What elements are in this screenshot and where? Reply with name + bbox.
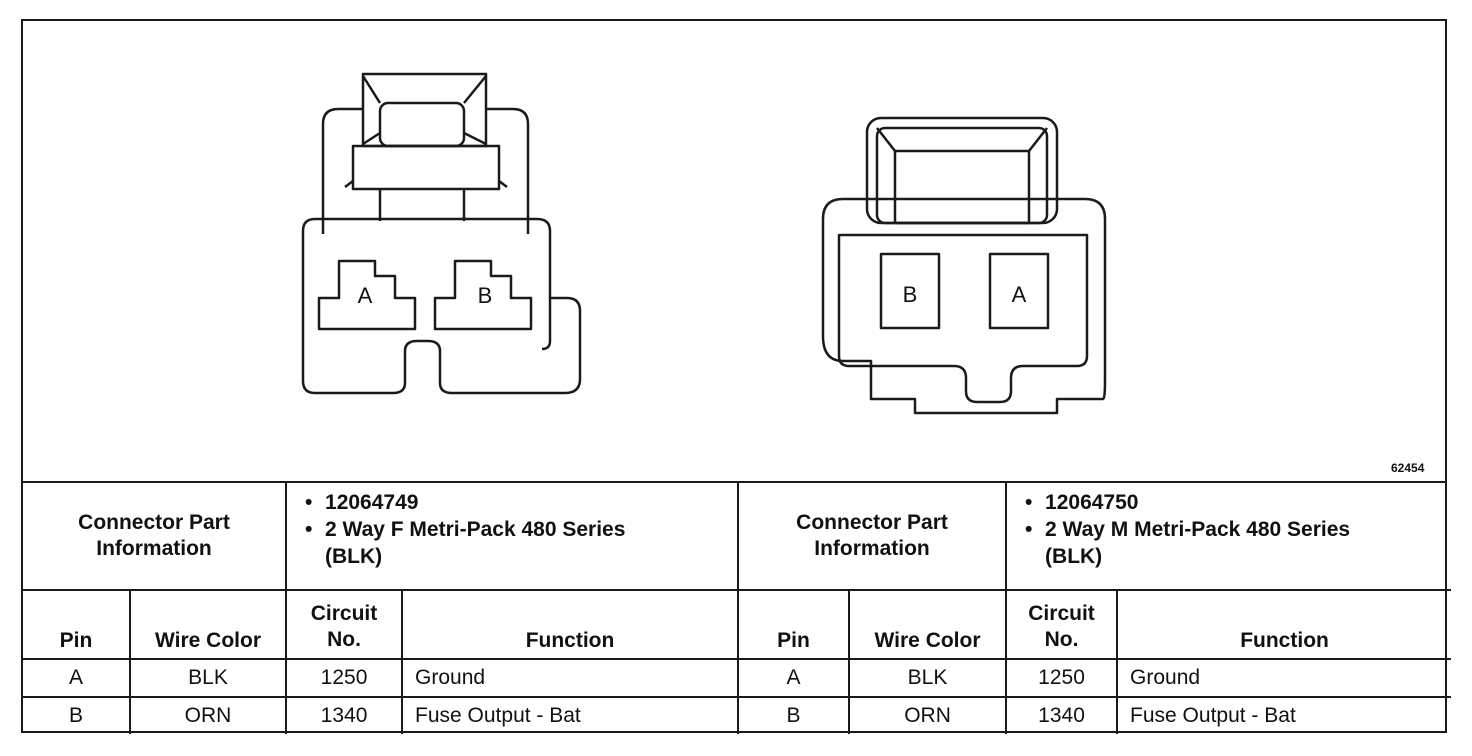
function-cell: Fuse Output - Bat <box>401 696 740 734</box>
connector-drawing: A B B A <box>301 72 1107 415</box>
wire-color-cell: ORN <box>128 696 288 734</box>
table-row: A BLK 1250 Ground A BLK 1250 Ground <box>23 658 1452 698</box>
connector-info-label-left: Connector Part Information <box>78 511 230 560</box>
connector-info-label-right: Connector Part Information <box>796 511 948 560</box>
female-pin-label-a: A <box>358 283 373 308</box>
function-cell: Fuse Output - Bat <box>1116 696 1452 734</box>
pin-cell: B <box>23 696 131 734</box>
col-header-wire-color-right: Wire Color <box>848 589 1008 660</box>
connector-pinout-table: Connector Part Information 12064749 2 Wa… <box>23 483 1452 734</box>
male-pin-label-a: A <box>1012 282 1027 307</box>
connector-description-left: 2 Way F Metri-Pack 480 Series (BLK) <box>303 516 635 570</box>
part-number-right: 12064750 <box>1023 489 1451 516</box>
col-header-pin-left: Pin <box>23 589 131 660</box>
figure-id: 62454 <box>1391 461 1425 475</box>
table-row: B ORN 1340 Fuse Output - Bat B ORN 1340 … <box>23 696 1452 734</box>
circuit-cell: 1340 <box>285 696 404 734</box>
col-header-function-right: Function <box>1116 589 1452 660</box>
circuit-cell: 1250 <box>285 658 404 698</box>
female-pin-label-b: B <box>478 283 493 308</box>
wire-color-cell: ORN <box>848 696 1008 734</box>
male-pin-label-b: B <box>903 282 918 307</box>
wire-color-cell: BLK <box>128 658 288 698</box>
connector-info-row: Connector Part Information 12064749 2 Wa… <box>23 483 1452 591</box>
female-connector-illustration <box>301 72 582 395</box>
circuit-cell: 1340 <box>1005 696 1119 734</box>
col-header-function-left: Function <box>401 589 740 660</box>
pin-cell: A <box>23 658 131 698</box>
function-cell: Ground <box>401 658 740 698</box>
function-cell: Ground <box>1116 658 1452 698</box>
connector-description-right: 2 Way M Metri-Pack 480 Series (BLK) <box>1023 516 1355 570</box>
part-number-left: 12064749 <box>303 489 737 516</box>
pin-cell: B <box>737 696 851 734</box>
col-header-wire-color-left: Wire Color <box>128 589 288 660</box>
col-header-pin-right: Pin <box>737 589 851 660</box>
connector-diagram-frame: A B B A 62454 Connector Part Information… <box>21 19 1452 734</box>
male-connector-illustration <box>821 116 1107 415</box>
pin-cell: A <box>737 658 851 698</box>
circuit-cell: 1250 <box>1005 658 1119 698</box>
divider <box>23 481 1445 483</box>
wire-color-cell: BLK <box>848 658 1008 698</box>
